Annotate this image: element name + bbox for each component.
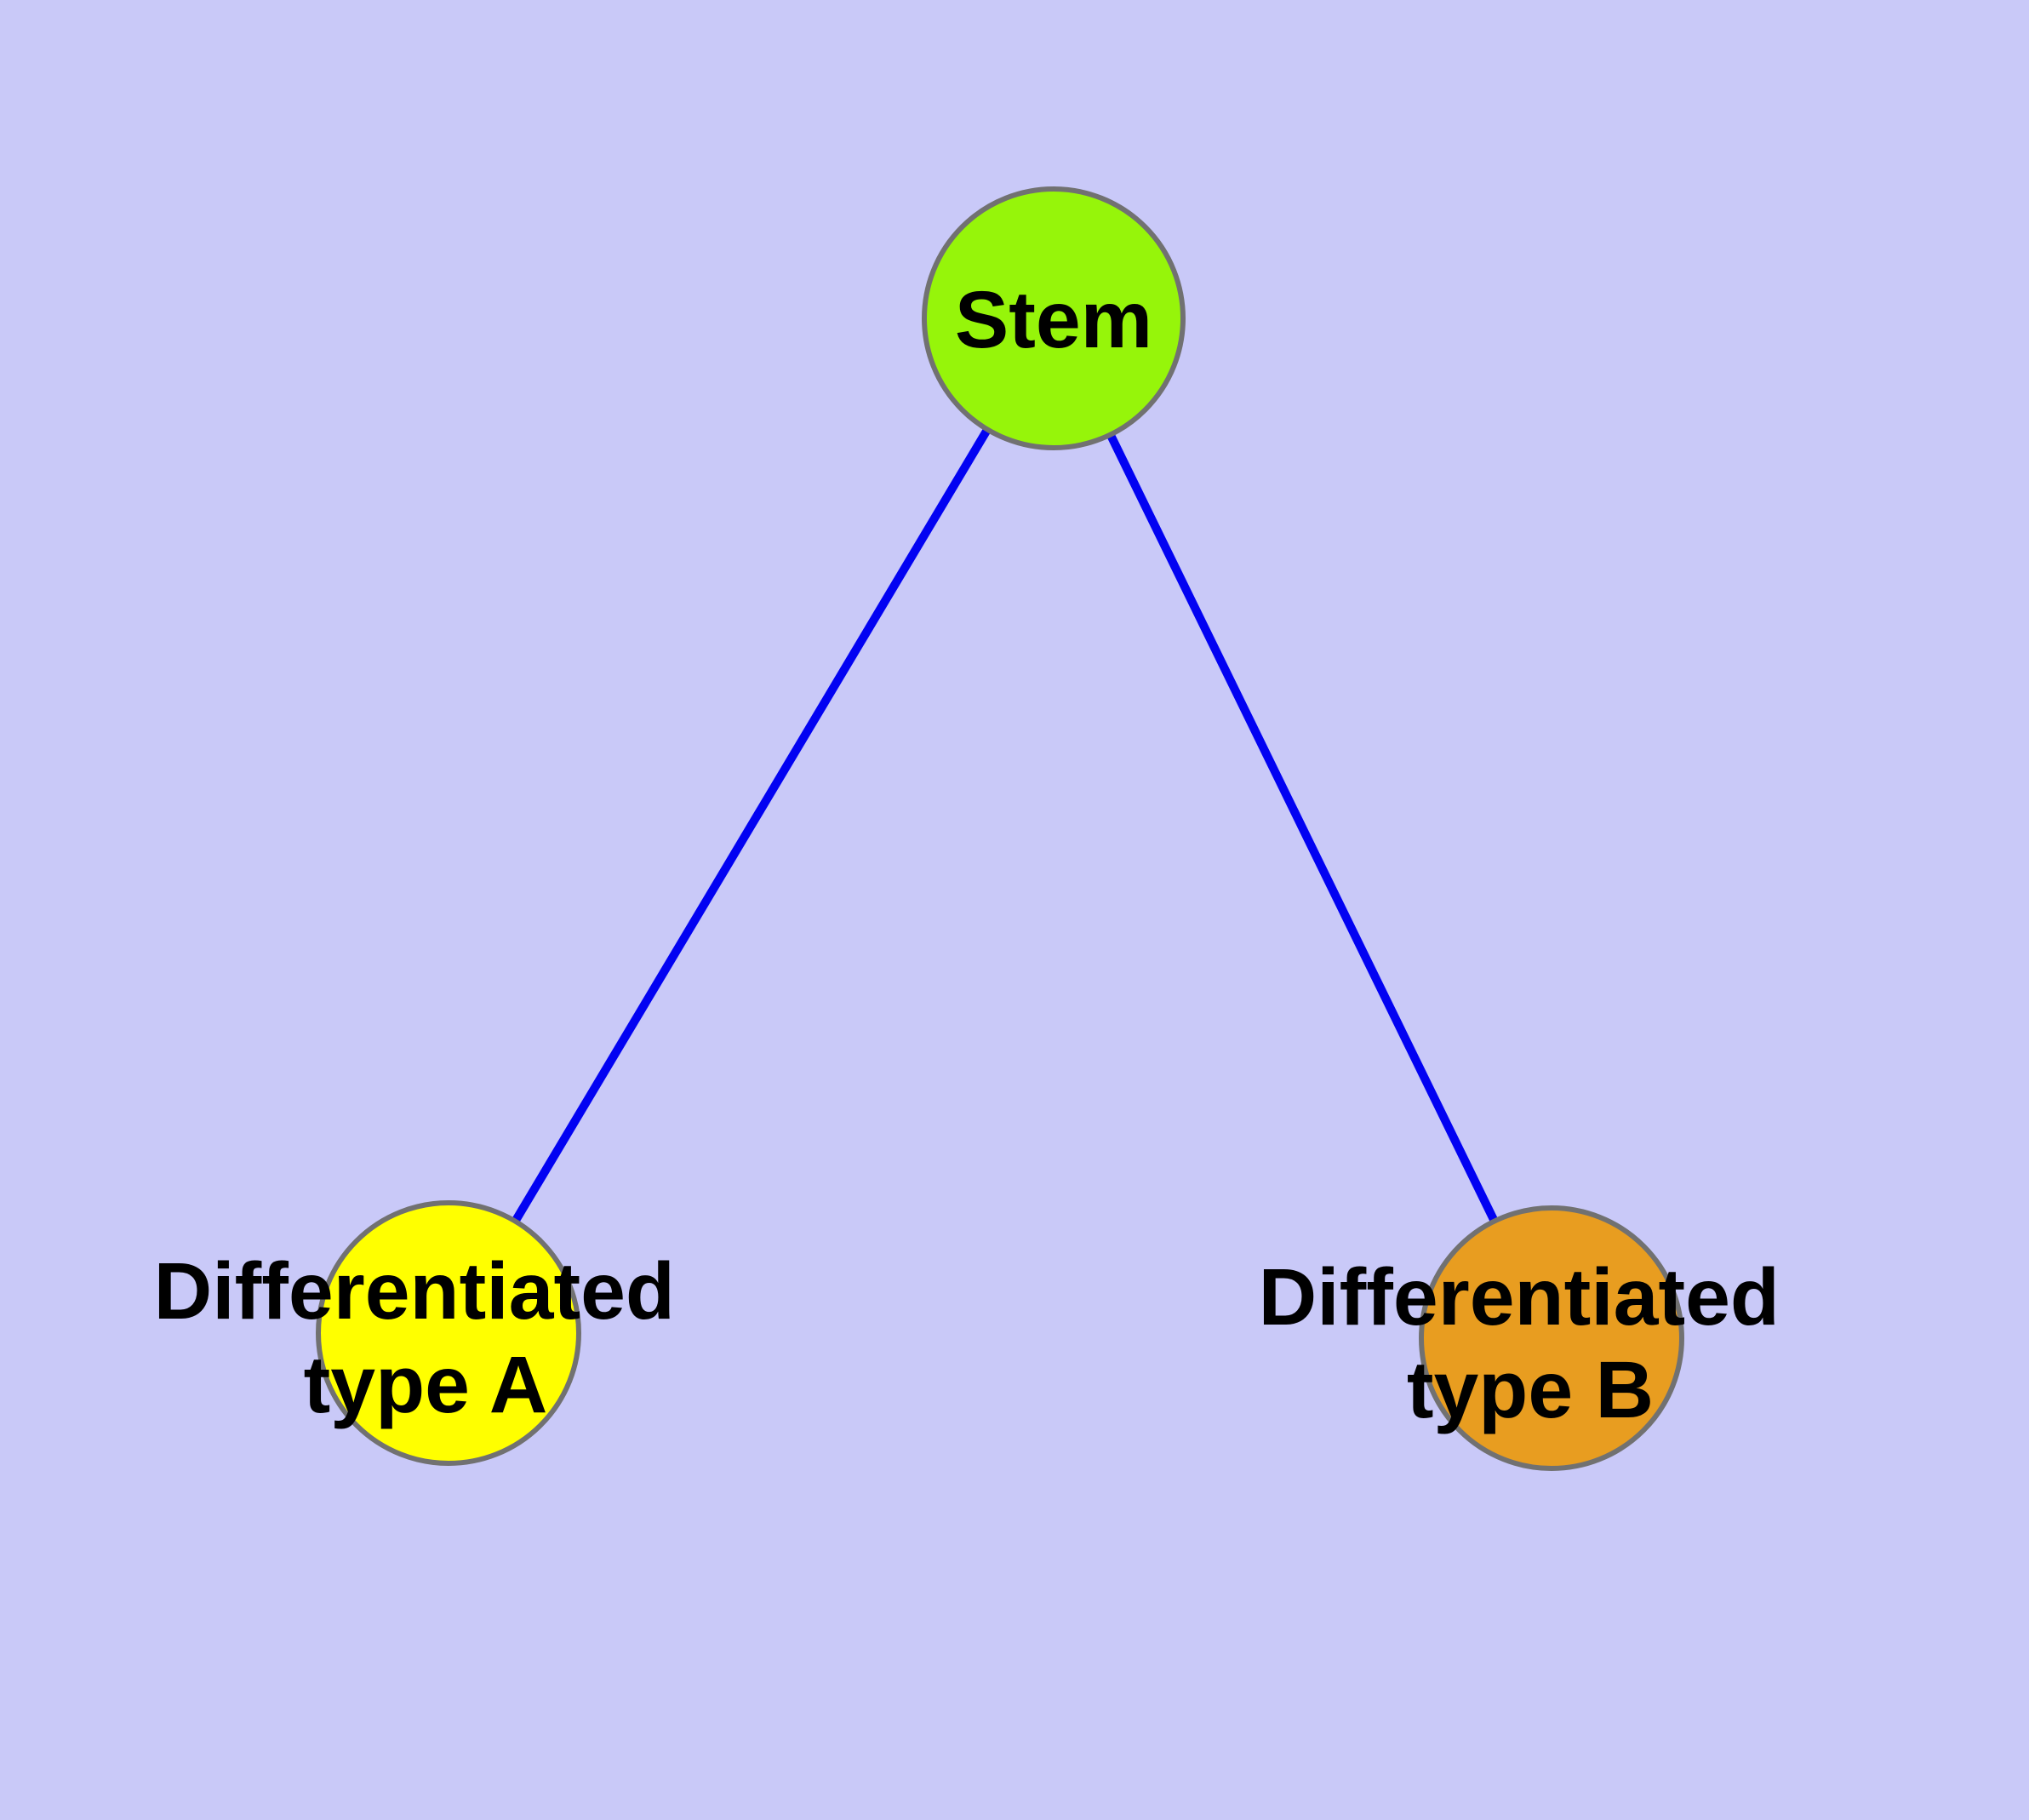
node-label-line: type A bbox=[304, 1340, 548, 1430]
node-label-stem: Stem bbox=[955, 275, 1152, 365]
edge-stem-to-type-a bbox=[444, 316, 1058, 1336]
node-label-line: Differentiated bbox=[154, 1246, 675, 1336]
node-differentiated-type-a bbox=[316, 1200, 581, 1466]
node-label-line: Stem bbox=[955, 275, 1152, 365]
node-label-differentiated-type-b: Differentiated type B bbox=[1259, 1252, 1803, 1435]
node-label-differentiated-type-a: Differentiated type A bbox=[154, 1246, 698, 1430]
node-label-line: Differentiated bbox=[1259, 1252, 1780, 1342]
node-label-line: type B bbox=[1407, 1345, 1654, 1435]
edge-stem-to-type-b bbox=[1049, 316, 1556, 1341]
node-differentiated-type-b bbox=[1419, 1205, 1684, 1471]
node-stem bbox=[922, 186, 1186, 450]
